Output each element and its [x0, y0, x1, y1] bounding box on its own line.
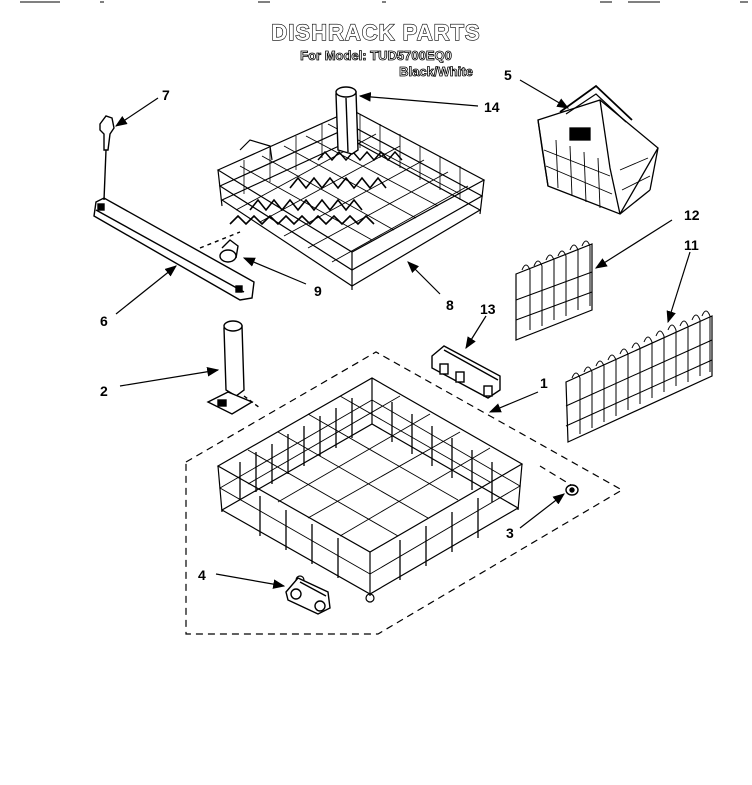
leader-14 — [358, 92, 479, 107]
callout-9: 9 — [314, 283, 322, 299]
leader-12 — [594, 219, 673, 269]
leader-5 — [519, 79, 570, 109]
part-6-rack-track — [93, 197, 255, 301]
callout-3: 3 — [506, 525, 514, 541]
leader-2 — [119, 367, 220, 387]
callout-5: 5 — [504, 67, 512, 83]
leader-1 — [488, 391, 539, 413]
part-3-wheel — [565, 484, 579, 496]
part-5-silverware-basket — [537, 84, 659, 215]
callout-numbers: 7 14 5 12 11 9 8 6 13 2 1 3 4 — [100, 67, 700, 583]
leader-11 — [666, 251, 691, 324]
callout-13: 13 — [480, 301, 496, 317]
callout-1: 1 — [540, 375, 548, 391]
leader-6 — [115, 265, 177, 315]
callout-11: 11 — [684, 237, 699, 253]
diagram-title: DISHRACK PARTS — [271, 19, 481, 45]
leader-7 — [115, 97, 159, 127]
part-1-lower-rack — [216, 377, 524, 603]
callout-12: 12 — [684, 207, 700, 223]
lower-rack-assembly-outline — [185, 351, 624, 635]
part-14-upper-spray-tower — [335, 86, 359, 155]
callout-6: 6 — [100, 313, 108, 329]
leader-9 — [242, 257, 307, 285]
part-7-clip — [99, 115, 115, 201]
part-11-large-tine-row — [565, 310, 713, 443]
callout-7: 7 — [162, 87, 170, 103]
callout-14: 14 — [484, 99, 500, 115]
leader-4 — [215, 573, 286, 589]
part-2-lower-spray-tower — [206, 320, 261, 415]
callout-8: 8 — [446, 297, 454, 313]
part-12-small-tine-row — [515, 240, 593, 341]
part-9-stop-clip — [199, 231, 241, 263]
part-8-upper-rack — [216, 109, 486, 290]
leader-8 — [407, 261, 441, 295]
part-13-bracket — [431, 345, 501, 399]
model-number: For Model: TUD5700EQ0 — [300, 48, 453, 64]
callout-4: 4 — [198, 567, 206, 583]
leader-13 — [465, 315, 487, 350]
color-variant: Black/White — [399, 64, 473, 80]
leader-arrows — [115, 79, 691, 589]
callout-2: 2 — [100, 383, 108, 399]
part-4-wheel-carrier — [285, 577, 331, 615]
leader-3 — [519, 493, 565, 529]
